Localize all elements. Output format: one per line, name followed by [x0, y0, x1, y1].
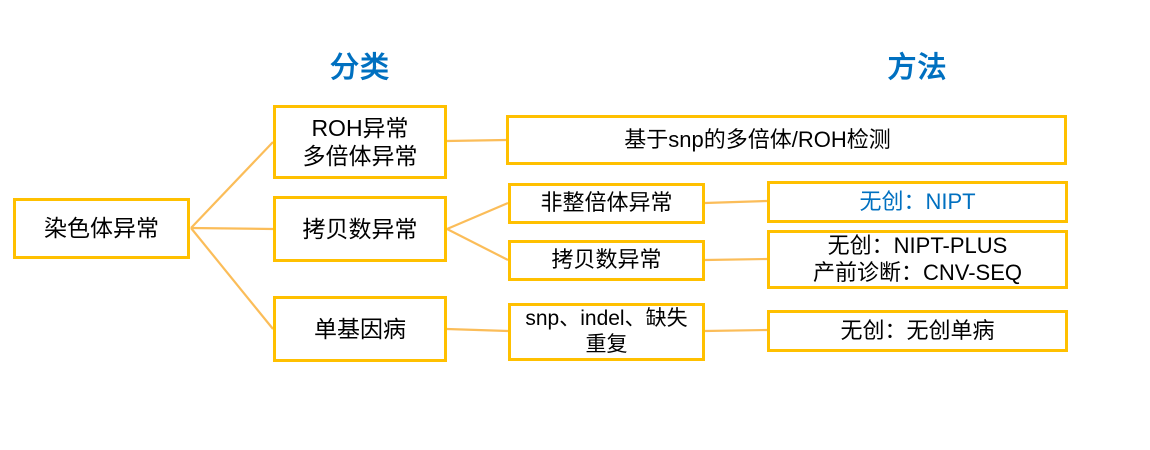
node-label: 无创：NIPT	[859, 188, 976, 214]
connector-aneuploidy-nipt	[704, 199, 768, 205]
connector-cnv-cnv-sub	[446, 228, 509, 261]
node-label: 非整倍体异常	[540, 190, 673, 216]
column-header-classification: 分类	[329, 52, 390, 84]
connector-root-roh	[190, 141, 274, 229]
connector-root-single-gene	[190, 227, 274, 330]
node-snp-based-polyploidy-roh-detection: 基于snp的多倍体/ROH检测	[506, 115, 1067, 165]
node-label-line1: ROH异常	[311, 114, 409, 141]
node-label: 染色体异常	[44, 215, 159, 242]
node-label: 拷贝数异常	[551, 247, 662, 273]
node-roh-polyploidy-abnormality: ROH异常 多倍体异常	[273, 105, 447, 179]
node-label-line1: 无创：NIPT-PLUS	[827, 232, 1008, 258]
node-label-line2: 重复	[585, 333, 628, 356]
node-aneuploidy-abnormality: 非整倍体异常	[508, 183, 705, 224]
node-label: 拷贝数异常	[302, 215, 418, 242]
node-copy-number-abnormality-sub: 拷贝数异常	[508, 240, 705, 281]
connector-roh-snp-detect	[446, 138, 507, 143]
column-header-method: 方法	[887, 52, 948, 84]
node-label: 基于snp的多倍体/ROH检测	[624, 126, 891, 152]
connector-root-cnv	[190, 226, 274, 231]
node-label: 单基因病	[314, 315, 406, 342]
node-snp-indel-deletion-duplication: snp、indel、缺失 重复	[508, 303, 705, 361]
connector-cnvsub-nipt-plus	[704, 257, 768, 262]
node-label-line1: snp、indel、缺失	[525, 307, 688, 331]
node-label-line2: 多倍体异常	[302, 143, 418, 169]
node-method-nipt: 无创：NIPT	[767, 181, 1068, 223]
node-label-line2: 产前诊断：CNV-SEQ	[812, 259, 1023, 285]
node-method-nipt-plus-cnv-seq: 无创：NIPT-PLUS 产前诊断：CNV-SEQ	[767, 230, 1068, 289]
connector-single-snp-indel	[446, 327, 509, 333]
node-chromosome-abnormality: 染色体异常	[13, 198, 190, 259]
connector-snpindel-singlemethod	[704, 328, 768, 333]
node-copy-number-abnormality: 拷贝数异常	[273, 196, 447, 262]
node-method-noninvasive-single-disease: 无创：无创单病	[767, 310, 1068, 352]
node-label: 无创：无创单病	[840, 317, 995, 343]
connector-cnv-aneuploidy	[446, 201, 509, 231]
node-single-gene-disease: 单基因病	[273, 296, 447, 362]
